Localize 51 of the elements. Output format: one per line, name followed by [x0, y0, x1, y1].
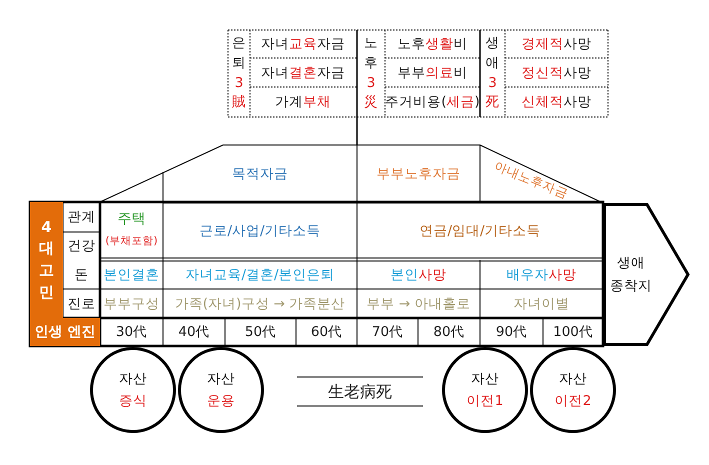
age-label: 100代 [553, 323, 593, 341]
header-text: 인생 엔진 [34, 323, 96, 341]
item-label: 정신적사망 [522, 64, 592, 82]
section-heading: 부부노후자금 [376, 165, 460, 183]
section-heading: 목적자금 [232, 165, 288, 183]
category-label: 관계 [68, 208, 96, 226]
item-label: 본인사망 [390, 266, 446, 284]
age-label: 50代 [244, 323, 276, 341]
node-text: 이전1 [466, 392, 504, 411]
node-title: 자산 [471, 370, 499, 389]
node-text: 생애 종착지 [609, 254, 653, 296]
item-label: 가계부채 [275, 93, 331, 111]
age-label: 60代 [310, 323, 342, 341]
row-header: 생애3死 [485, 34, 500, 112]
node-title: 자산 [119, 370, 147, 389]
age-label: 70代 [372, 323, 404, 341]
age-label: 40代 [178, 323, 210, 341]
caption-text: 生老病死 [328, 382, 392, 402]
item-label: 부부 → 아내홀로 [366, 294, 470, 312]
item-label: 경제적사망 [522, 35, 592, 53]
age-label: 80代 [433, 323, 465, 341]
item-label: 본인결혼 [104, 266, 160, 284]
item-label: 주거비용(세금) [385, 93, 480, 111]
item-label: 자녀결혼자금 [261, 64, 345, 82]
age-label: 90代 [496, 323, 528, 341]
category-label: 돈 [74, 266, 88, 284]
item-label: (부채포함) [105, 234, 158, 248]
category-label: 진로 [68, 294, 96, 312]
item-label: 자녀교육/결혼/본인은퇴 [185, 266, 335, 284]
item-label: 자녀이별 [514, 294, 570, 312]
item-label: 주택 [118, 210, 146, 228]
row-header: 노후3災 [364, 34, 378, 112]
category-label: 건강 [68, 236, 96, 254]
row-header: 은퇴3賊 [232, 34, 246, 112]
item-label: 연금/임대/기타소득 [419, 222, 541, 240]
node-title: 자산 [207, 370, 235, 389]
header-text: 4대고민 [38, 216, 54, 303]
item-label: 노후생활비 [398, 35, 468, 53]
item-label: 근로/사업/기타소득 [199, 222, 321, 240]
node-title: 자산 [559, 370, 587, 389]
item-label: 자녀교육자금 [261, 35, 345, 53]
age-label: 30代 [116, 323, 148, 341]
node-text: 이전2 [554, 392, 592, 411]
node-text: 운용 [207, 392, 235, 411]
item-label: 배우자사망 [506, 266, 576, 284]
item-label: 부부의료비 [398, 64, 468, 82]
item-label: 가족(자녀)구성 → 가족분산 [174, 294, 346, 312]
item-label: 부부구성 [104, 294, 160, 312]
node-text: 증식 [119, 392, 147, 411]
item-label: 신체적사망 [522, 93, 592, 111]
destination-arrow [603, 203, 690, 346]
